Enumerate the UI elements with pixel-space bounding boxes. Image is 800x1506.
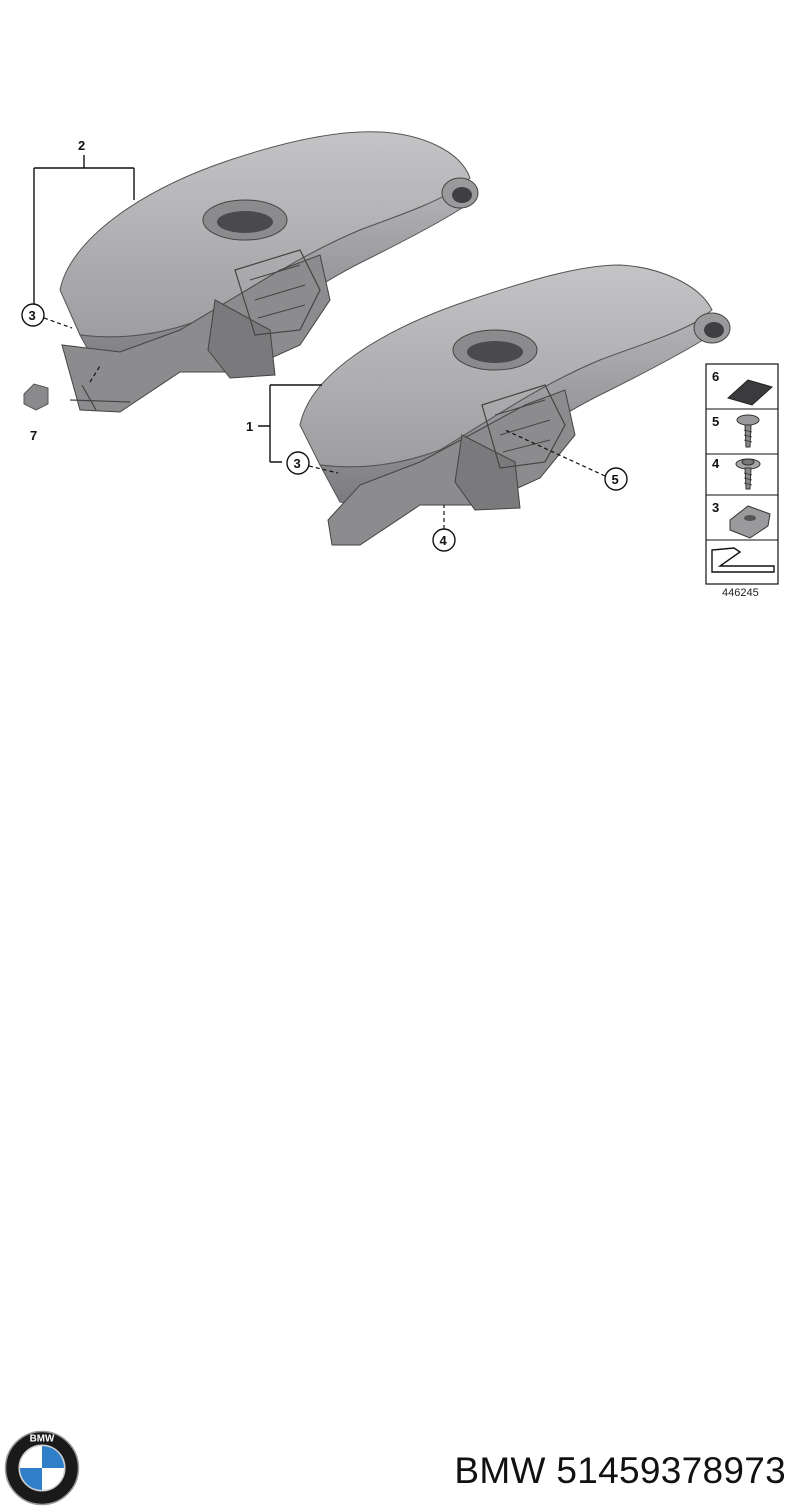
screw-icon (736, 414, 760, 448)
callout-2: 2 (33, 138, 135, 305)
bmw-logo-icon: BMW (4, 1430, 80, 1506)
dashboard-lower (299, 264, 731, 546)
part-number: 51459378973 (556, 1450, 786, 1491)
callout-4: 4 (432, 505, 456, 552)
callout-3-top: 3 (21, 303, 73, 329)
svg-text:5: 5 (712, 414, 719, 429)
clip-nut-icon (729, 505, 771, 539)
svg-text:6: 6 (712, 369, 719, 384)
svg-text:3: 3 (294, 456, 301, 471)
svg-text:3: 3 (712, 500, 719, 515)
callout-7: 7 (23, 383, 49, 443)
felt-pad-icon (726, 379, 774, 406)
svg-text:3: 3 (29, 308, 36, 323)
legend-item-3: 3 (712, 500, 771, 539)
svg-text:4: 4 (440, 533, 448, 548)
legend-item-4: 4 (712, 456, 761, 490)
drawing-number: 446245 (722, 587, 759, 599)
callout-5: 5 (504, 429, 628, 491)
svg-text:5: 5 (612, 472, 619, 487)
svg-text:1: 1 (246, 419, 253, 434)
svg-text:2: 2 (78, 138, 85, 153)
parts-diagram: 2 3 7 1 3 4 5 6 (21, 131, 779, 599)
brand-name: BMW (454, 1450, 546, 1491)
legend-item-5: 5 (712, 414, 760, 448)
svg-text:BMW: BMW (30, 1433, 55, 1444)
dashboard-upper (59, 131, 479, 413)
callout-3-bottom: 3 (286, 451, 339, 475)
callout-1: 1 (246, 384, 322, 463)
washer-screw-icon (735, 458, 761, 490)
parts-legend: 6 5 4 3 (705, 363, 779, 599)
drawing-reference-icon (711, 547, 775, 573)
svg-text:7: 7 (30, 428, 37, 443)
part-title: BMW 51459378973 (454, 1450, 786, 1492)
legend-item-6: 6 (712, 369, 774, 406)
svg-text:4: 4 (712, 456, 720, 471)
footer: BMW BMW 51459378973 (0, 712, 800, 1506)
